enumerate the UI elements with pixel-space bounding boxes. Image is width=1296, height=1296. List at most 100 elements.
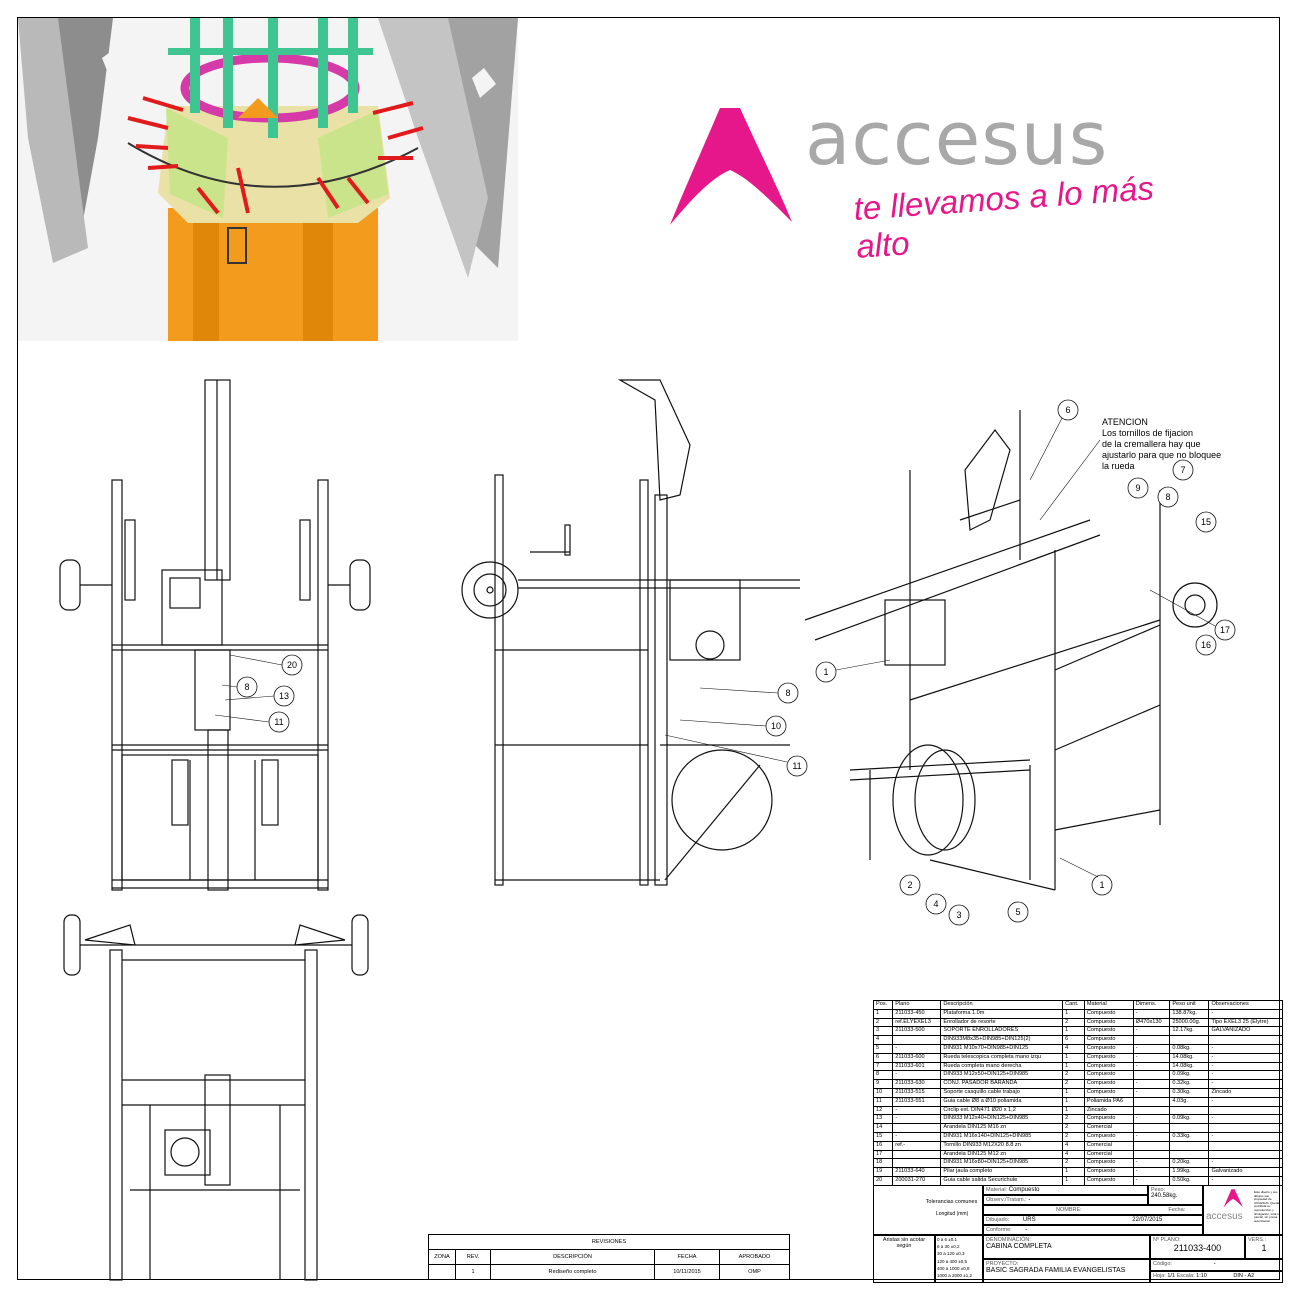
front-view <box>59 379 371 891</box>
bom-cell: 1 <box>1062 1105 1085 1116</box>
denominacion-value: CABINA COMPLETA <box>986 1243 1052 1250</box>
bom-cell: 1 <box>1062 1061 1085 1072</box>
callout-iso-6: 6 <box>1065 405 1070 415</box>
callout-front-11: 11 <box>274 717 283 727</box>
bom-cell: 211033-450 <box>892 1008 942 1019</box>
bom-cell: - <box>1208 1070 1283 1081</box>
bom-cell: - <box>1132 1061 1171 1072</box>
revisions-title: REVISIONES <box>428 1234 790 1250</box>
bom-cell: DIN931 M16x80+DIN125+DIN985 <box>940 1158 1064 1169</box>
bom-cell: - <box>1208 1008 1283 1019</box>
bom-header-descripcion: Descripción <box>940 1000 1064 1010</box>
tolerancias-label: Tolerancias comunes <box>925 1199 978 1205</box>
bom-cell: 18 <box>872 1158 894 1169</box>
bom-cell: 3 <box>872 1026 894 1037</box>
bom-cell <box>1132 1096 1171 1107</box>
bom-cell: 1 <box>1062 1052 1085 1063</box>
bom-cell: - <box>892 1043 942 1054</box>
rev-description: Rediseño completo <box>490 1264 655 1280</box>
callout-iso-15: 15 <box>1201 517 1211 527</box>
bom-cell: 0.08kg. <box>1169 1043 1210 1054</box>
callout-balloons <box>236 399 1236 926</box>
bom-cell: Tipo EXEL3 25 (Elytre) <box>1208 1017 1283 1028</box>
bom-cell: - <box>1132 1114 1171 1125</box>
revisions-table: REVISIONES ZONA REV. DESCRIPCIÓN FECHA A… <box>428 1234 790 1280</box>
bom-cell <box>1208 1105 1283 1116</box>
bom-cell: 211033-500 <box>892 1026 942 1037</box>
bom-cell: Arandela DIN125 M12 zn <box>940 1149 1064 1160</box>
aristas-label: Aristas sin acotar según <box>882 1237 926 1249</box>
longitud-label: Longitud (mm) <box>936 1211 969 1217</box>
isometric-view <box>804 410 1218 891</box>
bom-cell: 2 <box>1062 1017 1085 1028</box>
bom-cell <box>1169 1123 1210 1133</box>
bom-cell <box>892 1035 942 1045</box>
bom-cell: Compuesto <box>1083 1158 1134 1169</box>
bom-header-cant: Cant. <box>1062 1000 1085 1010</box>
plano-number: 211033-400 <box>1173 1243 1222 1253</box>
hoja-cell: Hoja: 1/1 Escala: 1:10 DIN - A2 <box>1150 1271 1283 1283</box>
bom-cell <box>892 1158 942 1169</box>
bom-cell: - <box>1132 1131 1171 1142</box>
bom-cell: 2 <box>1062 1070 1085 1081</box>
bom-cell: Compuesto <box>1083 1167 1134 1177</box>
warning-line-3: de la cremallera hay que <box>1102 439 1201 449</box>
bom-cell: - <box>1208 1131 1283 1142</box>
bom-cell <box>1169 1140 1210 1151</box>
bom-cell <box>892 1149 942 1160</box>
bom-cell: - <box>1208 1079 1283 1089</box>
denominacion-cell: DENOMINACIÓN: CABINA COMPLETA <box>983 1235 1150 1259</box>
bom-cell: 1 <box>1062 1008 1085 1019</box>
bom-cell: CONJ. PASADOR BARANDA <box>940 1079 1064 1089</box>
callout-front-20: 20 <box>287 660 297 670</box>
revisions-header-row: ZONA REV. DESCRIPCIÓN FECHA APROBADO <box>428 1249 790 1265</box>
copyright-note: Este diseño y sus dibujos son propiedad … <box>1254 1190 1280 1223</box>
bom-cell: 0.09kg. <box>1169 1114 1210 1125</box>
bom-cell: 7 <box>872 1061 894 1072</box>
bom-cell <box>1169 1105 1210 1116</box>
bom-cell: 211033-551 <box>892 1096 942 1107</box>
rev-header-zona: ZONA <box>428 1249 456 1265</box>
bom-cell: 19 <box>872 1167 894 1177</box>
version-cell: VERS.: 1 <box>1245 1235 1283 1259</box>
plano-cell: Nº PLANO: 211033-400 <box>1150 1235 1245 1259</box>
bom-cell: 2 <box>872 1017 894 1028</box>
warning-line-4: ajustarlo para que no bloquee <box>1102 450 1222 460</box>
bom-cell: 1 <box>1062 1096 1085 1107</box>
bom-cell: Rueda telescopica completa mano izqu <box>940 1052 1064 1063</box>
bom-cell: SOPORTE ENROLLADORES <box>940 1026 1064 1037</box>
bom-cell: - <box>1132 1079 1171 1089</box>
bom-cell: 8 <box>872 1070 894 1081</box>
bom-cell: - <box>1132 1008 1171 1019</box>
bom-cell: 4 <box>1062 1043 1085 1054</box>
proyecto-cell: PROYECTO: BASIC SAGRADA FAMILIA EVANGELI… <box>983 1259 1150 1283</box>
side-view <box>461 379 800 886</box>
material-cell: Material: Compuesto <box>983 1185 1148 1195</box>
bom-cell: Plataforma 1.0m <box>940 1008 1064 1019</box>
warning-line-2: Los tornillos de fijacion <box>1102 428 1194 438</box>
callout-iso-3: 3 <box>956 910 961 920</box>
bom-cell: - <box>892 1070 942 1081</box>
bom-cell: - <box>1132 1175 1171 1186</box>
bom-cell: - <box>1208 1061 1283 1072</box>
bom-cell: 0.50kg. <box>1169 1175 1210 1186</box>
bom-cell: 0.33kg. <box>1169 1131 1210 1142</box>
bom-cell: 1 <box>872 1008 894 1019</box>
bom-cell: 0.32kg. <box>1169 1079 1210 1089</box>
bom-cell: 2 <box>1062 1114 1085 1125</box>
bom-cell: Tornillo DIN933 M12X20 8.8 zn <box>940 1140 1064 1151</box>
bom-cell: Enrollador de resorte <box>940 1017 1064 1028</box>
bom-cell: - <box>1208 1158 1283 1169</box>
accesus-triangle-icon <box>670 108 792 225</box>
